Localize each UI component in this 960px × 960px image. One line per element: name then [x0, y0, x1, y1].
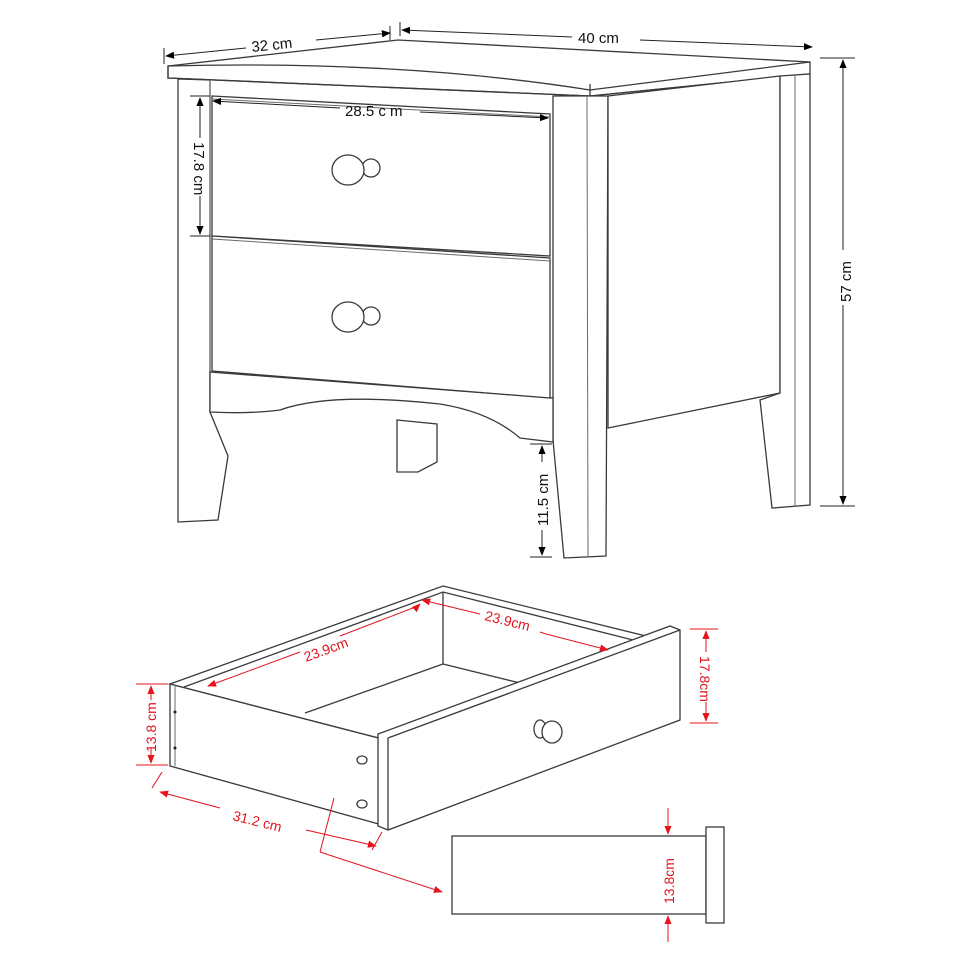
- knob-icon[interactable]: [331, 301, 381, 333]
- nightstand-drawing: 32 cm 40 cm 57 cm 28.5 c m 17.8 cm: [163, 22, 855, 559]
- drawer-exploded: 23.9cm 23.9cm 17.8cm 13.8 cm 31: [136, 585, 718, 893]
- dim-drawer-side-height: 13.8 cm: [136, 683, 168, 766]
- drawer-side-height-label: 13.8 cm: [143, 702, 159, 752]
- height-label: 57 cm: [838, 261, 855, 302]
- drawer-front-height-label: 17.8cm: [697, 656, 713, 702]
- drawer-1[interactable]: [211, 95, 551, 257]
- dim-drawer-front-width: 28.5 c m: [212, 97, 549, 122]
- drawer-front-height-label: 17.8 cm: [190, 142, 207, 195]
- back-left-leg: [396, 419, 438, 473]
- drawer-side-view: 13.8cm: [451, 808, 725, 942]
- dim-side-view-height: 13.8cm: [661, 808, 677, 942]
- width-label: 40 cm: [578, 30, 619, 47]
- side-view-height-label: 13.8cm: [661, 858, 677, 904]
- drawer-2[interactable]: [211, 235, 551, 399]
- dim-leg-height: 11.5 cm: [530, 443, 552, 558]
- dim-drawer-front-height: 17.8cm: [690, 628, 718, 724]
- dim-drawer-front-height: 17.8 cm: [190, 95, 210, 237]
- knob-icon: [533, 719, 563, 744]
- depth-label: 32 cm: [251, 35, 293, 56]
- back-right-leg: [759, 73, 811, 509]
- side-panel: [607, 75, 781, 429]
- dim-height: 57 cm: [820, 57, 855, 507]
- knob-icon[interactable]: [331, 154, 381, 186]
- drawer-front-width-label: 28.5 c m: [345, 103, 403, 120]
- leader-to-side-view: [319, 797, 443, 893]
- leg-height-label: 11.5 cm: [535, 474, 552, 526]
- front-left-leg: [177, 78, 229, 523]
- drawer-side-length-label: 31.2 cm: [231, 807, 283, 835]
- front-apron: [209, 371, 554, 443]
- dim-depth: 32 cm: [163, 26, 391, 64]
- front-right-leg: [552, 95, 609, 559]
- dim-width: 40 cm: [399, 22, 813, 51]
